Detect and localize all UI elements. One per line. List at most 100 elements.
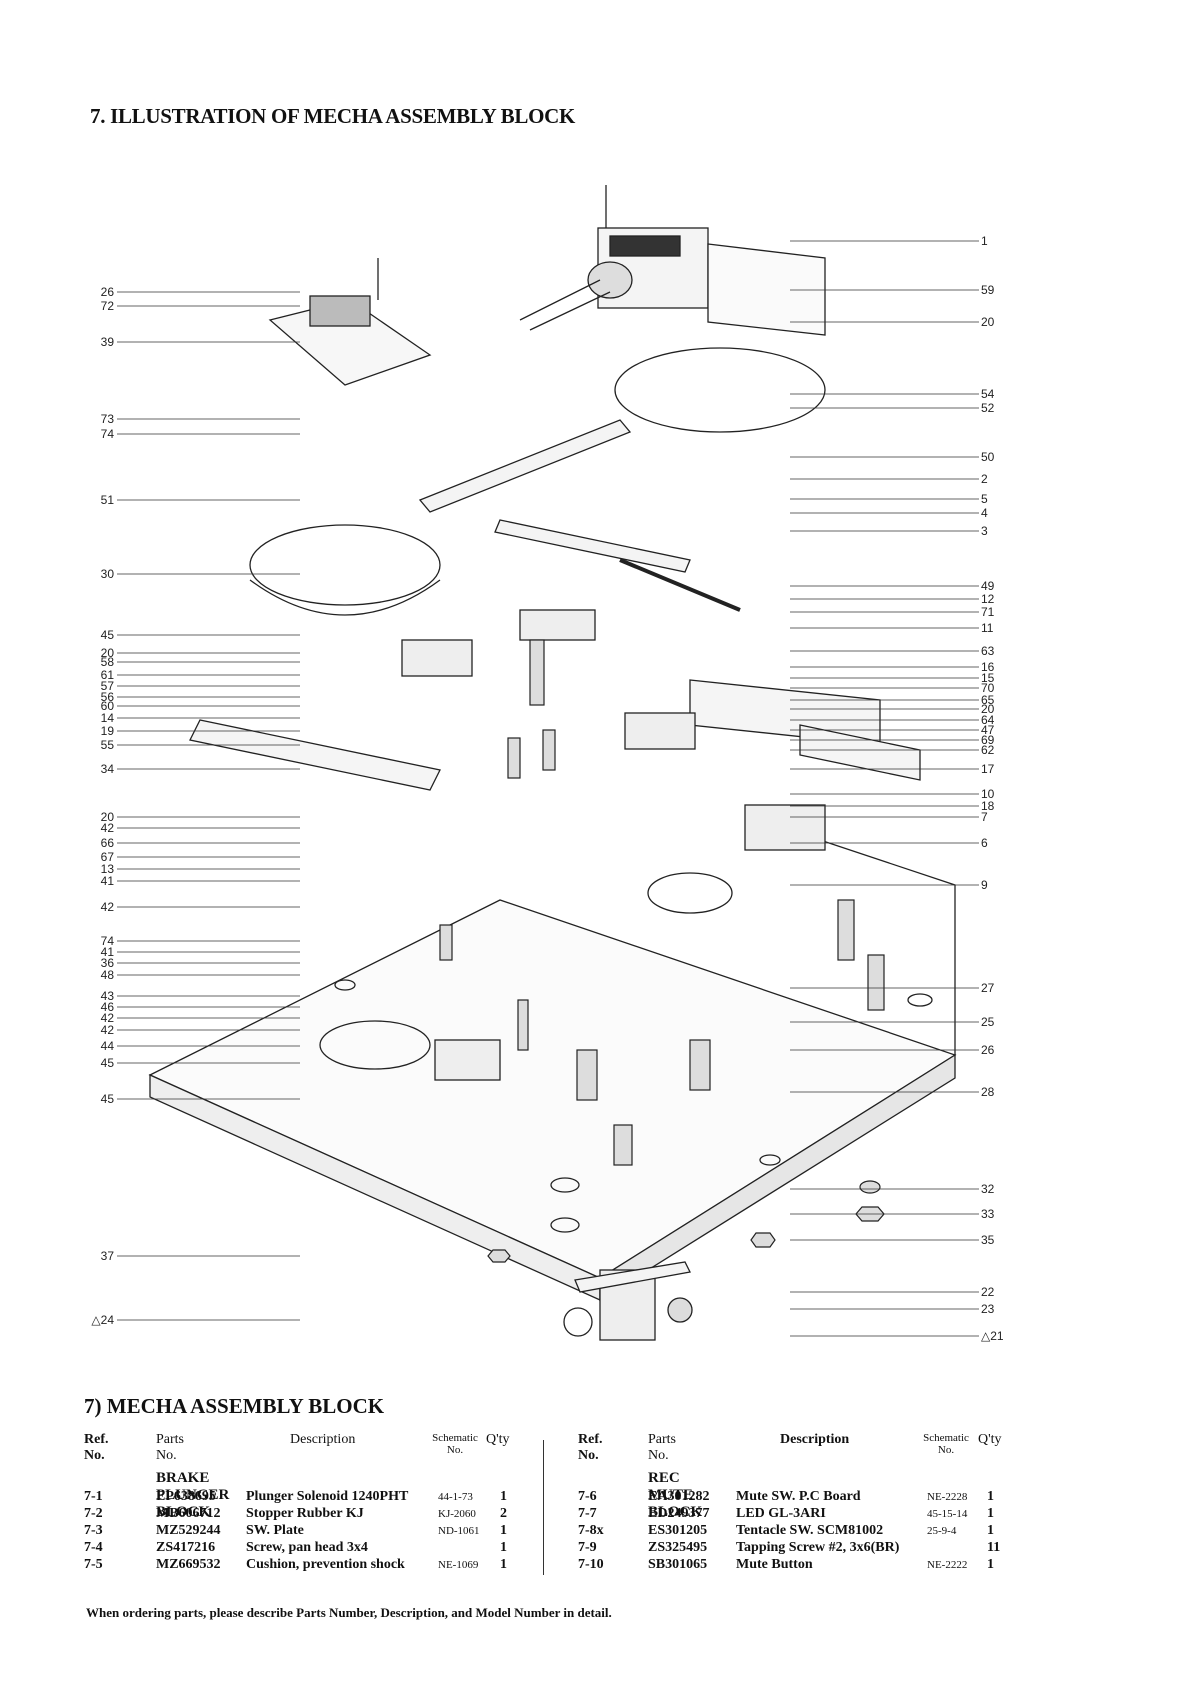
callout-label: 20	[981, 315, 995, 329]
header-schematic-no: Schematic No.	[432, 1432, 478, 1456]
solenoid-assembly	[519, 185, 826, 336]
header-ref-no: Ref. No.	[84, 1432, 109, 1463]
schematic-cell: NE-2222	[927, 1559, 968, 1571]
schematic-cell: ND-1061	[438, 1525, 480, 1537]
schematic-cell: NE-2228	[927, 1491, 968, 1503]
description-cell: Mute Button	[736, 1557, 813, 1572]
header-schematic-no: Schematic No.	[923, 1432, 969, 1456]
callout-label: 63	[981, 644, 995, 658]
description-cell: LED GL-3ARI	[736, 1506, 826, 1521]
callout-label: 61	[101, 668, 115, 682]
qty-cell: 1	[500, 1557, 507, 1572]
callout-label: 10	[981, 787, 995, 801]
callout-label: 72	[101, 299, 115, 313]
ordering-note: When ordering parts, please describe Par…	[86, 1605, 612, 1620]
qty-cell: 1	[500, 1523, 507, 1538]
header-qty: Q'ty	[486, 1432, 510, 1447]
description-cell: SW. Plate	[246, 1523, 304, 1538]
ref-cell: 7-4	[84, 1540, 103, 1555]
posts	[439, 639, 885, 1166]
ref-cell: 7-2	[84, 1506, 103, 1521]
group-name: REC MUTE BLOCK	[648, 1470, 703, 1520]
callout-label: 65	[981, 693, 995, 707]
callout-label: 26	[101, 285, 115, 299]
callout-label: 27	[981, 981, 995, 995]
callout-label: 43	[101, 989, 115, 1003]
part-no-cell: MZ669532	[156, 1557, 221, 1572]
description-cell: Stopper Rubber KJ	[246, 1506, 364, 1521]
callout-label: 45	[101, 1092, 115, 1106]
callout-label: 9	[981, 878, 988, 892]
description-cell: Tapping Screw #2, 3x6(BR)	[736, 1540, 900, 1555]
callout-label: 18	[981, 799, 995, 813]
callout-label: 74	[101, 427, 115, 441]
parts-section-title: 7) MECHA ASSEMBLY BLOCK	[84, 1394, 385, 1418]
header-qty: Q'ty	[978, 1432, 1002, 1447]
callout-label: 62	[981, 743, 995, 757]
callout-label: 57	[101, 679, 115, 693]
callout-label: 70	[981, 681, 995, 695]
callout-label: △24	[91, 1313, 114, 1327]
ref-cell: 7-3	[84, 1523, 103, 1538]
slide-plate	[189, 679, 921, 791]
callout-label: 59	[981, 283, 995, 297]
header-description: Description	[290, 1432, 356, 1447]
callout-label: 42	[101, 821, 115, 835]
callout-label: 45	[101, 628, 115, 642]
schematic-cell: 25-9-4	[927, 1525, 957, 1537]
qty-cell: 1	[500, 1540, 507, 1555]
callout-label: 71	[981, 605, 995, 619]
part-no-cell: SB301065	[648, 1557, 708, 1572]
callout-label: 17	[981, 762, 995, 776]
qty-cell: 1	[500, 1489, 507, 1504]
callout-label: 20	[981, 702, 995, 716]
ref-cell: 7-10	[578, 1557, 604, 1572]
group-name: BRAKE PLUNGER BLOCK	[156, 1470, 230, 1520]
ref-cell: 7-7	[578, 1506, 597, 1521]
callout-label: 74	[101, 934, 115, 948]
callout-label: 42	[101, 900, 115, 914]
callout-label: 44	[101, 1039, 115, 1053]
qty-cell: 1	[987, 1506, 994, 1521]
part-no-cell: MZ529244	[156, 1523, 221, 1538]
callout-label: 14	[101, 711, 115, 725]
schematic-cell: NE-1069	[438, 1559, 479, 1571]
part-no-cell: ED249377	[648, 1506, 710, 1521]
callout-label: 4	[981, 506, 988, 520]
callout-label: 67	[101, 850, 115, 864]
callout-label: 48	[101, 968, 115, 982]
callout-label: 41	[101, 945, 115, 959]
callout-label: 20	[101, 810, 115, 824]
callout-label: 12	[981, 592, 995, 606]
header-ref-no: Ref. No.	[578, 1432, 603, 1463]
callouts-right: 1592054525025434912711163161570652064476…	[790, 234, 1004, 1343]
callout-label: 28	[981, 1085, 995, 1099]
callouts-left: 2672397374513045205861575660141955342042…	[91, 285, 300, 1327]
qty-cell: 1	[987, 1489, 994, 1504]
callout-label: 25	[981, 1015, 995, 1029]
part-no-cell: ZS417216	[156, 1540, 216, 1555]
left-motor-bracket	[268, 258, 432, 386]
callout-label: 55	[101, 738, 115, 752]
description-cell: Mute SW. P.C Board	[736, 1489, 861, 1504]
callout-label: 16	[981, 660, 995, 674]
bottom-switch-block	[563, 1261, 693, 1341]
qty-cell: 11	[987, 1540, 1001, 1555]
page-title: 7. ILLUSTRATION OF MECHA ASSEMBLY BLOCK	[90, 104, 576, 128]
description-cell: Plunger Solenoid 1240PHT	[246, 1489, 409, 1504]
table-divider	[543, 1440, 544, 1575]
callout-label: 45	[101, 1056, 115, 1070]
description-cell: Screw, pan head 3x4	[246, 1540, 368, 1555]
callout-label: 32	[981, 1182, 995, 1196]
ref-cell: 7-6	[578, 1489, 597, 1504]
callout-label: 49	[981, 579, 995, 593]
description-cell: Tentacle SW. SCM81002	[736, 1523, 884, 1538]
callout-label: 52	[981, 401, 995, 415]
part-no-cell: EP638695	[156, 1489, 216, 1504]
callout-label: 3	[981, 524, 988, 538]
callout-label: 23	[981, 1302, 995, 1316]
callout-label: 56	[101, 690, 115, 704]
callout-label: 39	[101, 335, 115, 349]
callout-label: 22	[981, 1285, 995, 1299]
part-no-cell: MB606712	[156, 1506, 221, 1521]
